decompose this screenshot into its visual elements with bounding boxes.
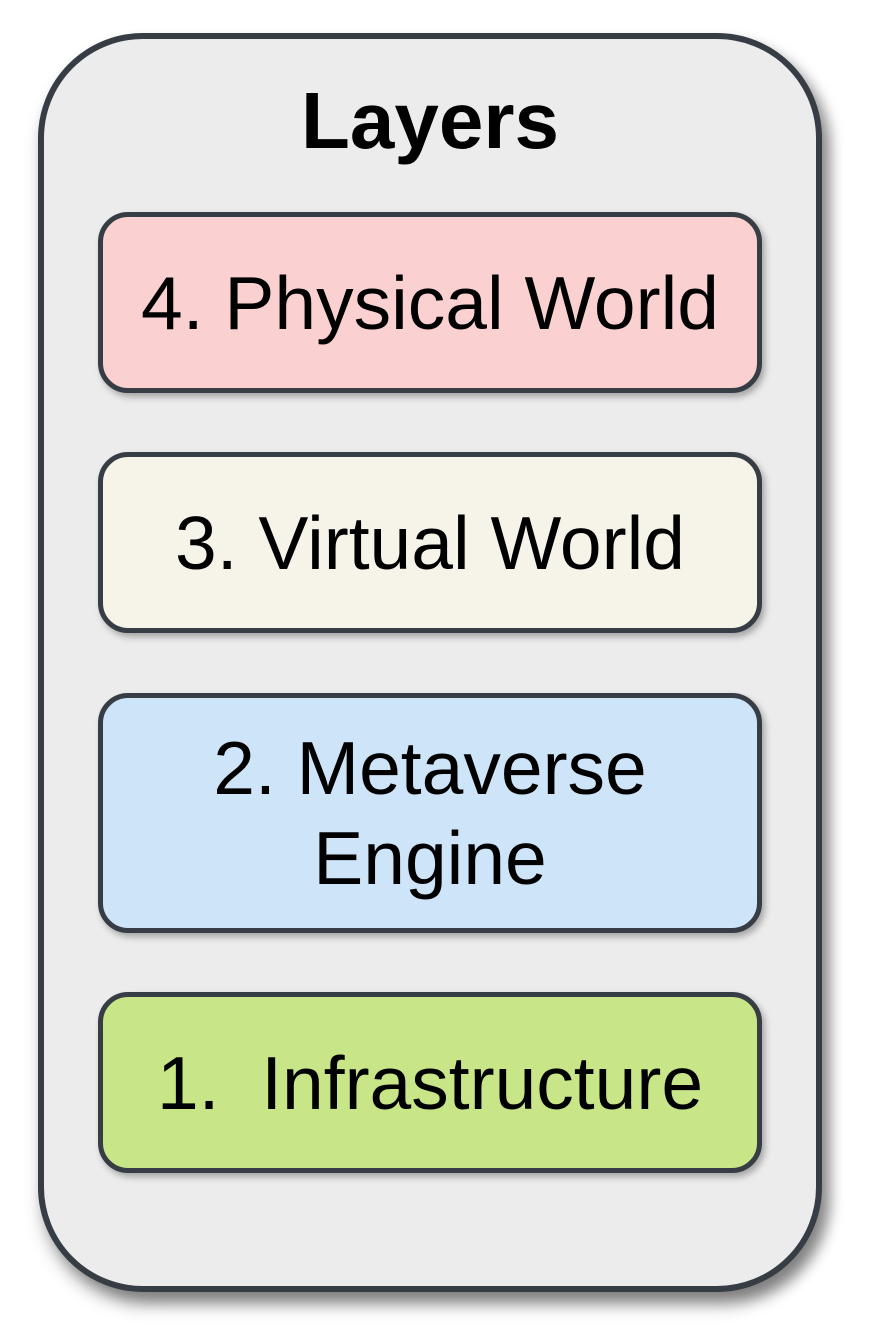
- diagram-title: Layers: [301, 76, 559, 165]
- layer-box-infrastructure: 1. Infrastructure: [98, 992, 762, 1173]
- layer-label-physical-world: 4. Physical World: [141, 260, 719, 345]
- layer-box-physical-world: 4. Physical World: [98, 212, 762, 393]
- layer-box-metaverse-engine: 2. Metaverse Engine: [98, 693, 762, 933]
- layer-label-virtual-world: 3. Virtual World: [175, 500, 685, 585]
- layer-label-metaverse-engine: 2. Metaverse Engine: [213, 726, 668, 900]
- layers-container: Layers 4. Physical World 3. Virtual Worl…: [38, 33, 822, 1292]
- layer-label-infrastructure: 1. Infrastructure: [156, 1040, 704, 1125]
- layer-box-virtual-world: 3. Virtual World: [98, 452, 762, 633]
